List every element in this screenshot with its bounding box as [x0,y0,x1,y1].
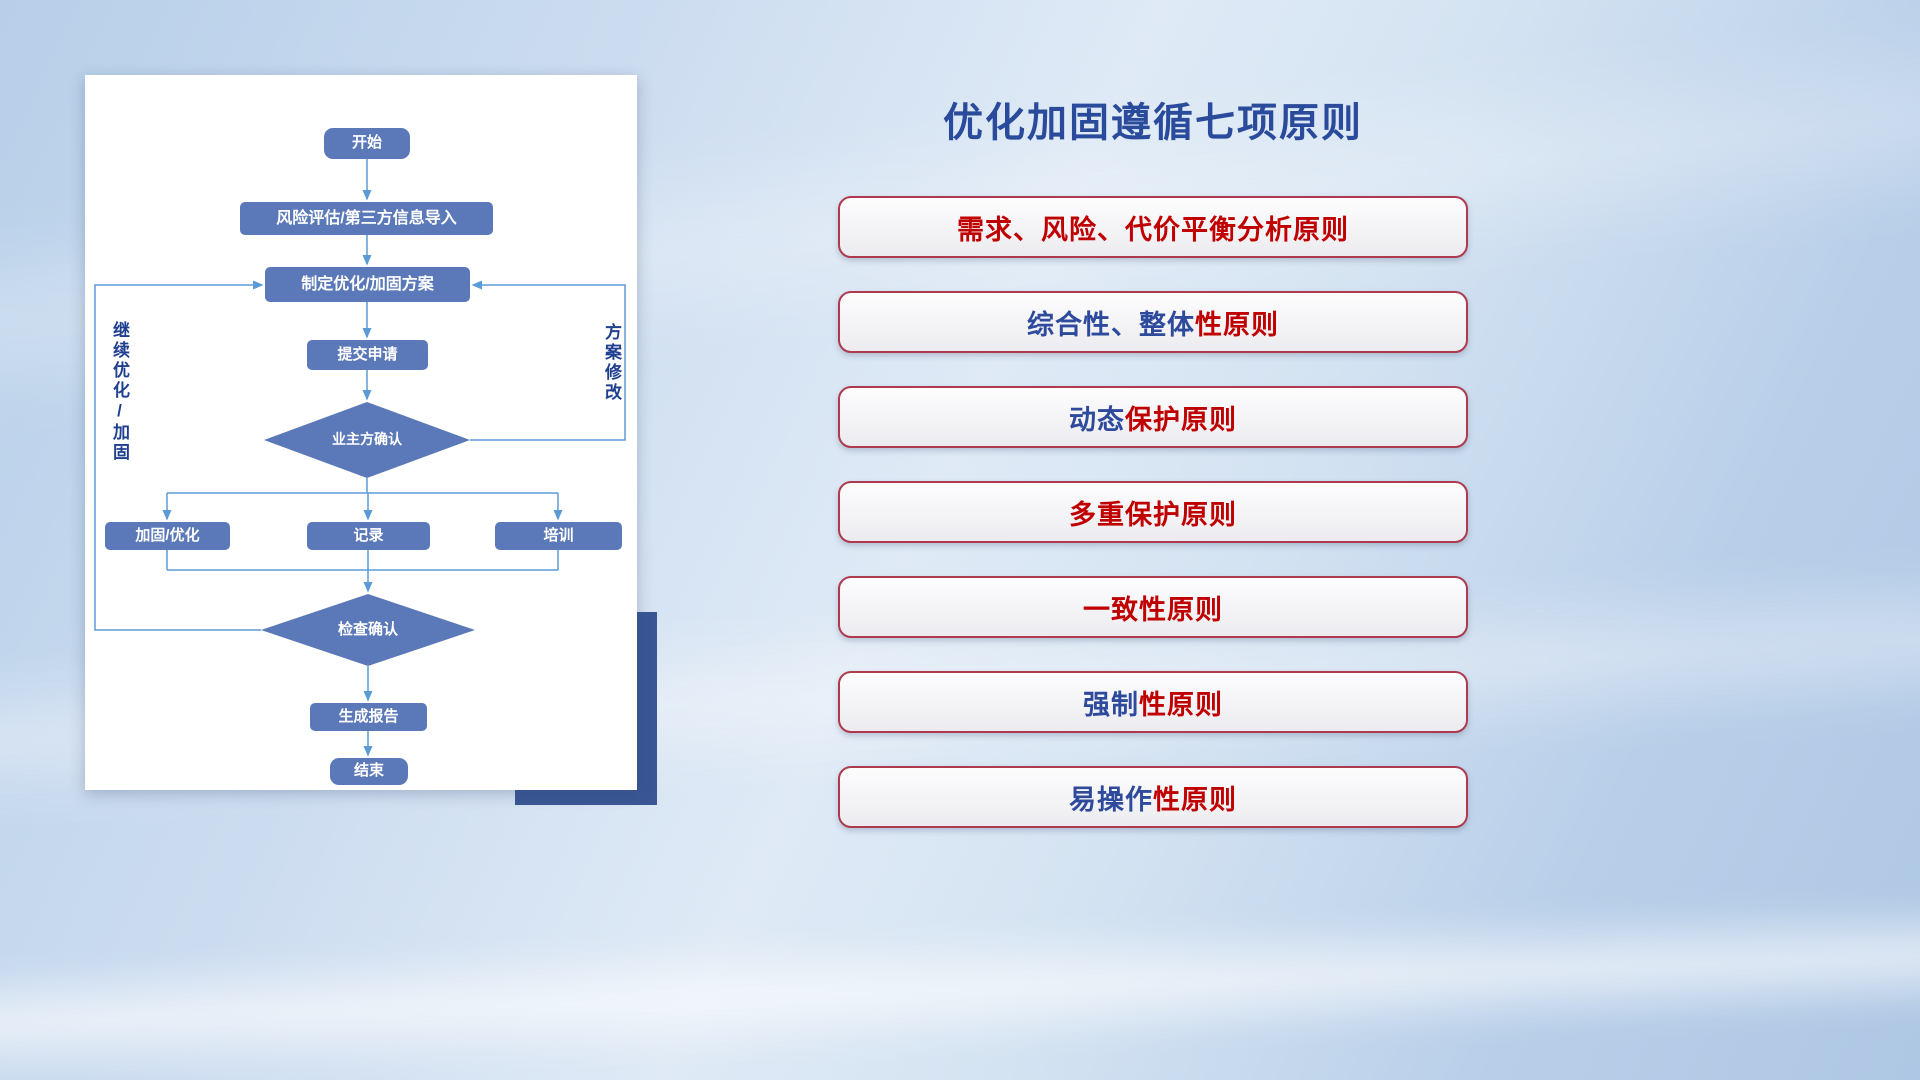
principle-text-segment: 需求、风险、代价平衡分析原则 [957,214,1349,245]
principle-text-segment: 动态 [1069,404,1125,435]
principle-box: 易操作性原则 [838,766,1468,828]
principle-box: 多重保护原则 [838,481,1468,543]
principle-text-segment: 易操作 [1069,784,1153,815]
side-label-continue-optimize: 继续优化/加固 [110,321,129,463]
flow-node-record: 记录 [307,522,430,550]
flow-node-risk-import: 风险评估/第三方信息导入 [240,202,493,235]
flow-node-report: 生成报告 [310,703,427,731]
flow-node-start: 开始 [324,128,410,159]
flow-node-make-plan: 制定优化/加固方案 [265,267,470,302]
principle-box: 一致性原则 [838,576,1468,638]
side-label-plan-revise: 方案修改 [602,323,621,403]
principles-list: 需求、风险、代价平衡分析原则综合性、整体性原则动态保护原则多重保护原则一致性原则… [838,196,1468,828]
principle-text-segment: 一致性原则 [1083,594,1223,625]
principle-text-segment: 性原则 [1195,309,1279,340]
flow-node-training: 培训 [495,522,622,550]
flow-node-harden-optimize: 加固/优化 [105,522,230,550]
principle-text-segment: 强制 [1083,689,1139,720]
flow-node-submit: 提交申请 [307,340,428,370]
principle-box: 需求、风险、代价平衡分析原则 [838,196,1468,258]
principle-box: 强制性原则 [838,671,1468,733]
principle-text-segment: 多重保护原则 [1069,499,1237,530]
principle-text-segment: 性原则 [1139,689,1223,720]
background-streak [0,893,1920,1080]
principle-text-segment: 综合性、整体 [1027,309,1195,340]
principle-text-segment: 性原则 [1153,784,1237,815]
panel-title: 优化加固遵循七项原则 [943,101,1363,145]
principle-box: 综合性、整体性原则 [838,291,1468,353]
principle-box: 动态保护原则 [838,386,1468,448]
flowchart-connectors [94,159,626,757]
flowchart-card: 开始 风险评估/第三方信息导入 制定优化/加固方案 提交申请 业主方确认 加固/… [85,75,637,790]
principle-text-segment: 保护原则 [1125,404,1237,435]
flow-node-end: 结束 [330,758,408,785]
